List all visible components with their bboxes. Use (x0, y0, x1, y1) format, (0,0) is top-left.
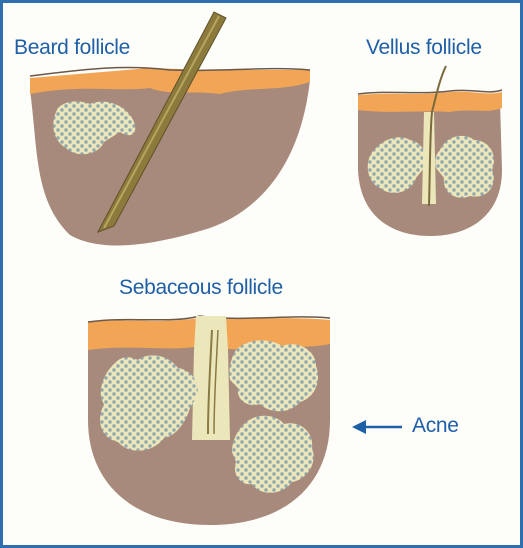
vellus-follicle (358, 66, 502, 236)
acne-pointer-arrow (352, 420, 402, 434)
sebaceous-follicle (88, 316, 330, 525)
acne-label: Acne (412, 414, 459, 438)
sebaceous-follicle-label: Sebaceous follicle (119, 276, 283, 300)
vellus-follicle-label: Vellus follicle (366, 36, 482, 60)
vellus-epidermis (358, 92, 502, 112)
beard-follicle-label: Beard follicle (14, 36, 130, 60)
